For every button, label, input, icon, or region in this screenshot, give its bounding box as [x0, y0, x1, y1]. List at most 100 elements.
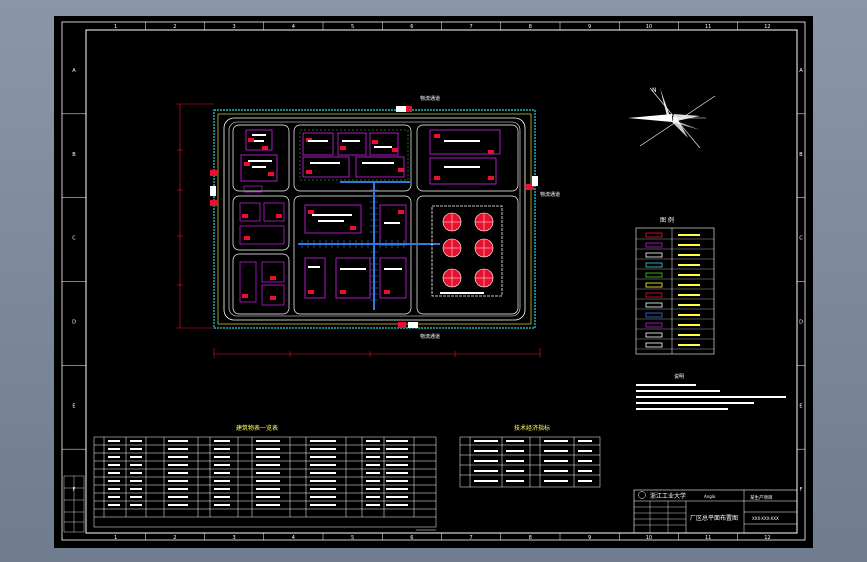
- legend-symbol: [645, 232, 663, 238]
- table2-cell-text: [544, 480, 568, 482]
- table1-cell-text: [310, 504, 336, 506]
- pipe-rack: [298, 181, 440, 310]
- outer-frame: [61, 21, 806, 541]
- table1-cell-text: [168, 504, 188, 506]
- building-7: [302, 156, 350, 178]
- legend-symbol: [645, 272, 663, 278]
- table1-cell-text: [108, 504, 120, 506]
- green-area-north: [299, 129, 409, 181]
- border-letter-left: B: [72, 152, 76, 158]
- border-number-top: 2: [173, 24, 176, 30]
- border-number-top: 5: [351, 24, 354, 30]
- table2-cell-text: [474, 480, 498, 482]
- table1-cell-text: [256, 456, 280, 458]
- building-4: [302, 132, 334, 156]
- table2-cell-text: [578, 480, 592, 482]
- border-number-bottom: 6: [410, 535, 413, 541]
- pipe-rack-ticks: [301, 189, 405, 301]
- table1-cell-text: [108, 464, 120, 466]
- border-letter-left: D: [72, 319, 76, 325]
- table2-cell-text: [544, 470, 568, 472]
- table1-cell-text: [108, 440, 120, 442]
- building-1: [245, 129, 273, 151]
- table1-title: 建筑物表一览表: [236, 424, 278, 432]
- border-number-bottom: 12: [764, 535, 770, 541]
- notes-title: 说明: [674, 373, 684, 380]
- site-boundary: [217, 113, 532, 325]
- legend-symbol: [645, 302, 663, 308]
- table1-cell-text: [214, 480, 230, 482]
- table2-cell-text: [544, 440, 568, 442]
- table1-cell-text: [256, 504, 280, 506]
- table1-cell-text: [214, 448, 230, 450]
- table2-cell-text: [578, 460, 592, 462]
- table2-cell-text: [578, 450, 592, 452]
- border-number-bottom: 4: [292, 535, 295, 541]
- table1-cell-text: [386, 456, 408, 458]
- table1-cell-text: [108, 488, 120, 490]
- legend-label: [678, 234, 700, 236]
- table2-cell-text: [506, 480, 524, 482]
- building-20: [335, 257, 371, 299]
- legend-symbol: [645, 282, 663, 288]
- border-number-top: 10: [646, 24, 652, 30]
- block-w1: [232, 195, 290, 251]
- title-block: 浙江工业大学 Anglo 某生产项目 厂区总平面布置图 XXX-XXX-XXX: [633, 489, 798, 534]
- table2-cell-text: [506, 470, 524, 472]
- table1-cell-text: [256, 448, 280, 450]
- block-center: [293, 195, 412, 315]
- table1-cell-text: [256, 496, 280, 498]
- table1-cell-text: [130, 472, 142, 474]
- north-label: N: [652, 87, 657, 94]
- border-number-bottom: 2: [173, 535, 176, 541]
- table1-cell-text: [366, 472, 380, 474]
- ring-road-inner: [228, 121, 521, 317]
- legend-symbol: [645, 292, 663, 298]
- table2-cell-text: [506, 460, 524, 462]
- border-number-bottom: 10: [646, 535, 652, 541]
- border-letter-right: D: [799, 319, 803, 325]
- border-letter-left: C: [72, 236, 76, 242]
- legend-symbol: [645, 312, 663, 318]
- table1-cell-text: [386, 480, 408, 482]
- table1-cell-text: [256, 440, 280, 442]
- table1-cell-text: [168, 456, 188, 458]
- border-number-bottom: 1: [114, 535, 117, 541]
- gate-east: [532, 176, 538, 186]
- table1-cell-text: [130, 464, 142, 466]
- legend-symbol: [645, 252, 663, 258]
- legend-label: [678, 304, 700, 306]
- horizontal-dimension: [213, 348, 541, 358]
- block-ne: [416, 124, 519, 192]
- table2-cell-text: [544, 450, 568, 452]
- table1-cell-text: [310, 496, 336, 498]
- building-labels: [248, 134, 484, 294]
- table1-cell-text: [256, 472, 280, 474]
- table1-cell-text: [130, 496, 142, 498]
- table1-cell-text: [310, 464, 336, 466]
- site-fence: [213, 109, 536, 329]
- border-number-top: 11: [705, 24, 711, 30]
- legend-rows: [636, 232, 714, 350]
- table1-cell-text: [130, 480, 142, 482]
- table1-cell-text: [256, 480, 280, 482]
- building-9: [429, 129, 501, 155]
- table1-cell-text: [168, 472, 188, 474]
- border-number-top: 7: [470, 24, 473, 30]
- table1-cell-text: [168, 464, 188, 466]
- block-nw: [232, 124, 290, 192]
- legend-label: [678, 344, 700, 346]
- border-letter-right: C: [799, 236, 803, 242]
- table1-cell-text: [130, 456, 142, 458]
- building-14: [239, 261, 257, 303]
- notes: 说明: [636, 373, 786, 410]
- legend-symbol: [645, 262, 663, 268]
- table1-cell-text: [108, 448, 120, 450]
- border-letter-left: E: [72, 403, 75, 409]
- table1-cell-text: [310, 488, 336, 490]
- road-label-right: 物流通道: [540, 191, 560, 198]
- legend: 图 例: [635, 216, 715, 355]
- ring-road-outer: [223, 117, 526, 321]
- table2-cell-text: [506, 450, 524, 452]
- table1-cell-text: [130, 488, 142, 490]
